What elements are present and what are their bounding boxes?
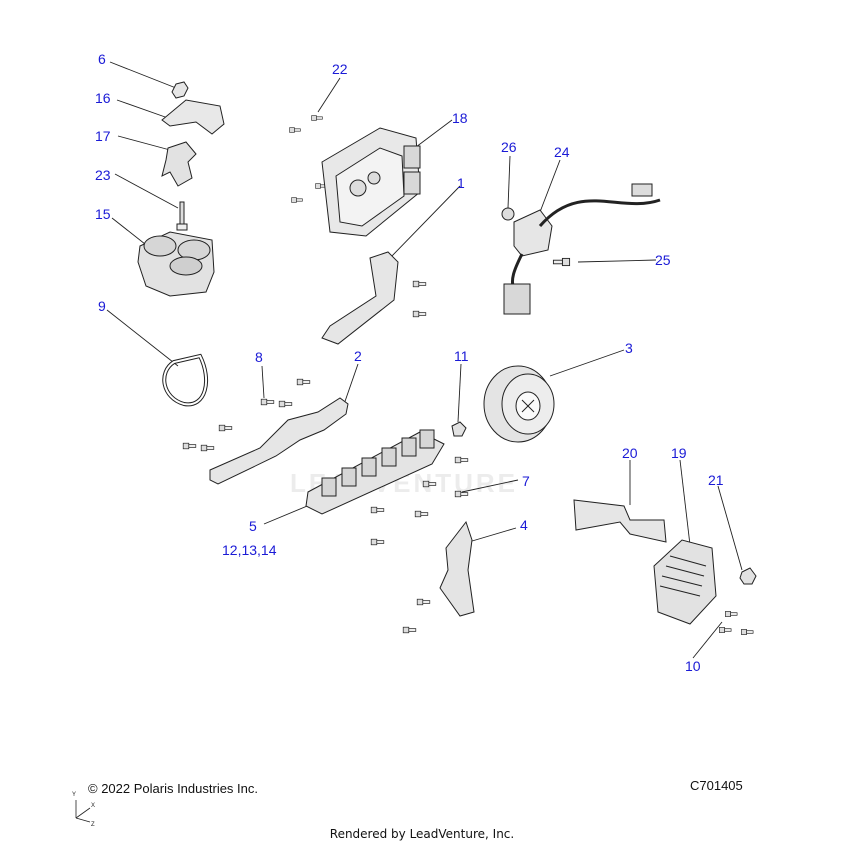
part-strap-9 [162,353,209,407]
axis-label-x: X [91,803,95,809]
part-coil-15 [137,231,215,297]
part-screws-22 [289,115,327,203]
callout-7[interactable]: 7 [522,473,530,489]
callout-26[interactable]: 26 [501,139,517,155]
part-clip-17 [161,141,197,187]
callout-18[interactable]: 18 [452,110,468,126]
part-stud-23 [176,201,188,231]
part-nut-21 [739,567,757,585]
leader-lines [106,61,743,659]
callout-15[interactable]: 15 [95,206,111,222]
callout-25[interactable]: 25 [655,252,671,268]
part-bolt-25 [552,257,571,267]
part-relay-block-5 [305,429,445,515]
callout-22[interactable]: 22 [332,61,348,77]
callout-11[interactable]: 11 [454,348,469,364]
part-bracket-1 [321,251,427,345]
part-grommet-3 [483,365,555,443]
callout-17[interactable]: 17 [95,128,111,144]
callout-1[interactable]: 1 [457,175,465,191]
callout-5[interactable]: 5 [249,518,257,534]
callout-19[interactable]: 19 [671,445,687,461]
callout-12-13-14[interactable]: 12,13,14 [222,542,277,558]
part-nut-11 [451,421,467,437]
callout-23[interactable]: 23 [95,167,111,183]
callout-4[interactable]: 4 [520,517,528,533]
copyright-text: © 2022 Polaris Industries Inc. [88,781,258,796]
part-bracket-16 [161,99,225,135]
callout-24[interactable]: 24 [554,144,570,160]
axis-label-z: Z [91,822,95,828]
part-bracket-20 [573,499,667,543]
rendered-by-text: Rendered by LeadVenture, Inc. [329,827,515,841]
part-regulator-19 [653,539,717,625]
part-nut-6 [171,81,189,99]
part-harness-24 [503,183,661,315]
axis-triad [75,800,91,823]
callout-9[interactable]: 9 [98,298,106,314]
callout-8[interactable]: 8 [255,349,263,365]
callout-2[interactable]: 2 [354,348,362,364]
callout-10[interactable]: 10 [685,658,701,674]
part-bolts-10 [719,611,754,635]
callout-16[interactable]: 16 [95,90,111,106]
part-ecu-18 [321,127,421,237]
diagram-code: C701405 [690,778,743,793]
axis-label-y: Y [72,792,76,798]
callout-6[interactable]: 6 [98,51,106,67]
part-bracket-4 [402,520,475,634]
callout-3[interactable]: 3 [625,340,633,356]
part-nut-26 [501,207,515,221]
callout-21[interactable]: 21 [708,472,724,488]
callout-20[interactable]: 20 [622,445,638,461]
part-bracket-2 [209,397,349,485]
